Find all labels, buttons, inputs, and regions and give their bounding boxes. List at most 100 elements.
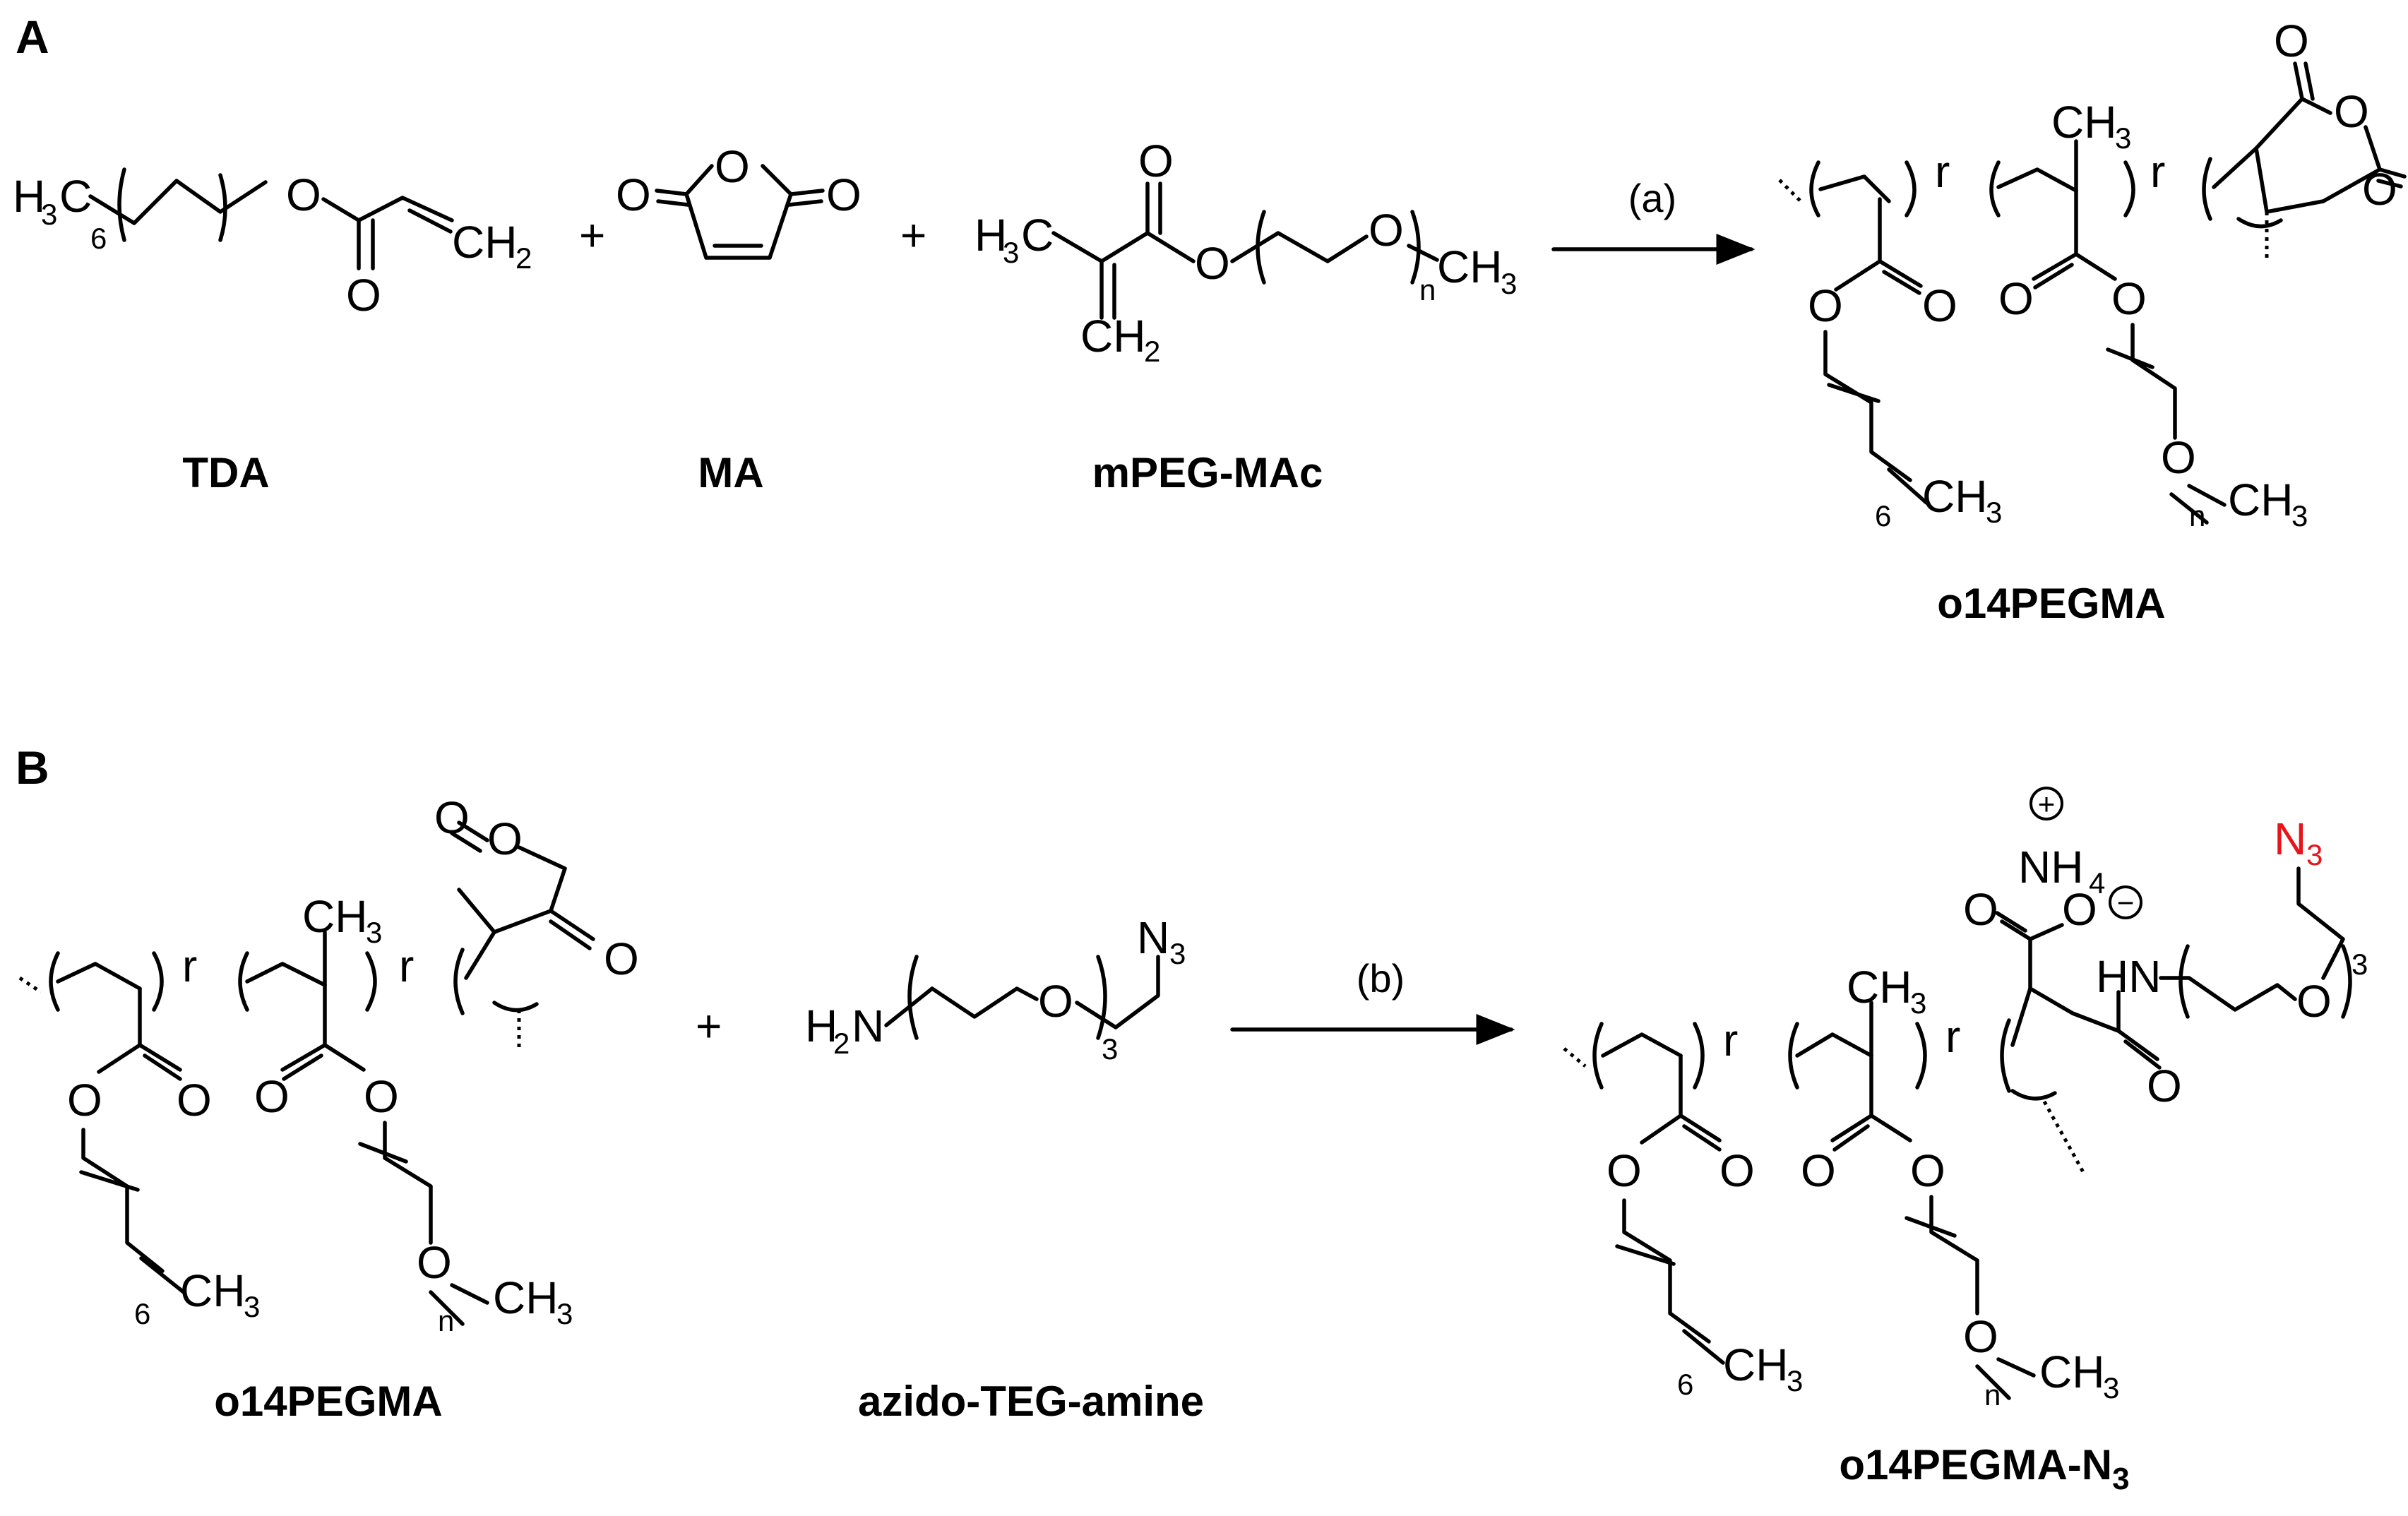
final-ch3-a: CH xyxy=(1723,1339,1788,1390)
final-minus: − xyxy=(2117,886,2135,919)
o14pegma-start-label: o14PEGMA xyxy=(214,1378,442,1425)
plus-b: + xyxy=(696,1001,722,1051)
prod-a-r2: r xyxy=(2150,146,2165,197)
tda-structure: H 3 C 6 O O CH 2 xyxy=(13,167,532,321)
amine-sub: 2 xyxy=(833,1027,850,1060)
final-ammonium-nh: NH xyxy=(2018,842,2083,893)
prod-a-c2-o-double: O xyxy=(1998,273,2034,324)
mpeg-mac-label: mPEG-MAc xyxy=(1092,449,1323,496)
mpeg-terminal-sub: 3 xyxy=(1501,267,1517,300)
prod-a-ch3-b: CH xyxy=(2228,475,2293,525)
prod-a-peg-o: O xyxy=(2161,432,2196,483)
ma-o-left: O xyxy=(616,169,651,220)
azido-teg-amine-structure: H 2 N O 3 N 3 xyxy=(805,912,1186,1066)
tda-methyl-sub3: 3 xyxy=(41,198,57,231)
prod-a-c1-o-double: O xyxy=(1922,280,1957,331)
prod-a-ch3-a-sub: 3 xyxy=(1986,496,2002,529)
final-amide-hn: HN xyxy=(2096,951,2161,1002)
start-ch3-b: CH xyxy=(493,1272,558,1323)
start-r1: r xyxy=(182,941,197,991)
mpeg-methyl-h: H xyxy=(974,210,1007,261)
o14pegma-n3-label: o14PEGMA-N3 xyxy=(1839,1441,2129,1496)
tda-ch2-sub: 2 xyxy=(515,241,532,275)
start-peg-o: O xyxy=(417,1237,452,1288)
prod-a-c2-methyl-ch: CH xyxy=(2051,97,2116,148)
final-amide-o: O xyxy=(2147,1061,2182,1111)
tda-carbonyl-o: O xyxy=(346,270,381,321)
start-ch3-b-sub: 3 xyxy=(556,1297,573,1330)
prod-a-repeat-n: n xyxy=(2189,499,2205,532)
final-r2: r xyxy=(1945,1011,1960,1062)
mpeg-ch2-ch: CH xyxy=(1080,311,1145,362)
plus-a2: + xyxy=(900,210,926,261)
final-repeat-n: n xyxy=(1984,1378,2001,1411)
mpeg-carbonyl-o: O xyxy=(1138,136,1174,186)
mpeg-methyl-sub3: 3 xyxy=(1003,236,1019,269)
ma-structure: O O O xyxy=(616,141,862,260)
final-ch3-b-sub: 3 xyxy=(2103,1371,2119,1404)
prod-a-repeat-6: 6 xyxy=(1875,499,1891,532)
start-repeat-6: 6 xyxy=(134,1297,150,1330)
o14pegma-n3-label-main: o14PEGMA-N xyxy=(1839,1441,2112,1488)
final-c2-methyl-sub: 3 xyxy=(1910,986,1926,1020)
start-anh-o-top: O xyxy=(434,792,470,843)
o14pegma-product-label: o14PEGMA xyxy=(1937,580,2165,627)
tda-ch2-ch: CH xyxy=(452,217,517,268)
azido-ether-o: O xyxy=(1038,976,1073,1027)
ma-o-right: O xyxy=(826,169,862,220)
final-ch3-b: CH xyxy=(2039,1347,2104,1397)
condition-a: (a) xyxy=(1628,176,1676,220)
azido-n: N xyxy=(1137,912,1169,963)
mpeg-terminal-ch: CH xyxy=(1437,241,1502,292)
final-c2-o-double: O xyxy=(1801,1145,1836,1196)
final-plus: + xyxy=(2038,787,2056,820)
tda-ester-o: O xyxy=(286,169,321,220)
final-c2-methyl-ch: CH xyxy=(1847,962,1912,1013)
start-c2-methyl-sub: 3 xyxy=(366,916,382,949)
tda-methyl-h: H xyxy=(13,171,45,222)
tda-label: TDA xyxy=(182,449,269,496)
ma-ring-o: O xyxy=(715,141,750,192)
prod-a-anh-ring-o: O xyxy=(2334,86,2369,137)
mpeg-ch2-sub: 2 xyxy=(1144,335,1160,368)
azido-n-sub: 3 xyxy=(1169,937,1186,970)
prod-a-ch3-a: CH xyxy=(1922,471,1987,522)
start-c2-o-double: O xyxy=(254,1071,290,1122)
mpeg-ester-o: O xyxy=(1195,238,1230,289)
mpeg-mac-structure: H 3 C CH 2 O O O n CH 3 xyxy=(974,136,1517,368)
o14pegma-n3-structure: r O O 6 CH 3 CH 3 r O O O n CH 3 xyxy=(1563,787,2368,1411)
final-ch3-a-sub: 3 xyxy=(1787,1364,1803,1397)
start-ch3-a-sub: 3 xyxy=(244,1290,260,1323)
final-azide-sub: 3 xyxy=(2306,838,2323,871)
start-r2: r xyxy=(399,941,414,991)
tda-methyl-c: C xyxy=(59,171,92,222)
prod-a-c2-ester-o: O xyxy=(2111,273,2147,324)
final-azide-n: N xyxy=(2274,813,2306,864)
o14pegma-start-structure: r O O 6 CH 3 CH 3 r O O O n CH 3 xyxy=(18,792,639,1337)
plus-a1: + xyxy=(579,210,605,261)
prod-a-anh-o-top: O xyxy=(2274,16,2309,66)
final-repeat-3: 3 xyxy=(2352,948,2368,981)
mpeg-methyl-c: C xyxy=(1021,210,1054,261)
tda-repeat-6: 6 xyxy=(90,222,107,255)
final-r1: r xyxy=(1723,1015,1738,1066)
final-c1-o-double: O xyxy=(1719,1145,1755,1196)
amine-n: N xyxy=(852,1001,884,1051)
start-ch3-a: CH xyxy=(180,1265,245,1316)
prod-a-r1: r xyxy=(1935,146,1950,197)
start-c2-ester-o: O xyxy=(364,1071,399,1122)
azido-teg-amine-label: azido-TEG-amine xyxy=(858,1378,1204,1425)
prod-a-ch3-b-sub: 3 xyxy=(2291,499,2308,532)
start-repeat-n: n xyxy=(438,1304,454,1337)
start-anh-ring-o: O xyxy=(487,813,523,864)
start-c1-o-double: O xyxy=(177,1075,212,1126)
prod-a-c1-ester-o: O xyxy=(1808,280,1843,331)
panel-label-b: B xyxy=(16,741,49,794)
final-carboxylate-o1: O xyxy=(1963,884,1998,935)
start-c2-methyl-ch: CH xyxy=(302,891,367,942)
azido-repeat-3: 3 xyxy=(1102,1032,1118,1066)
final-c1-ester-o: O xyxy=(1607,1145,1642,1196)
ma-label: MA xyxy=(698,449,763,496)
prod-a-anh-o-right: O xyxy=(2362,164,2397,215)
